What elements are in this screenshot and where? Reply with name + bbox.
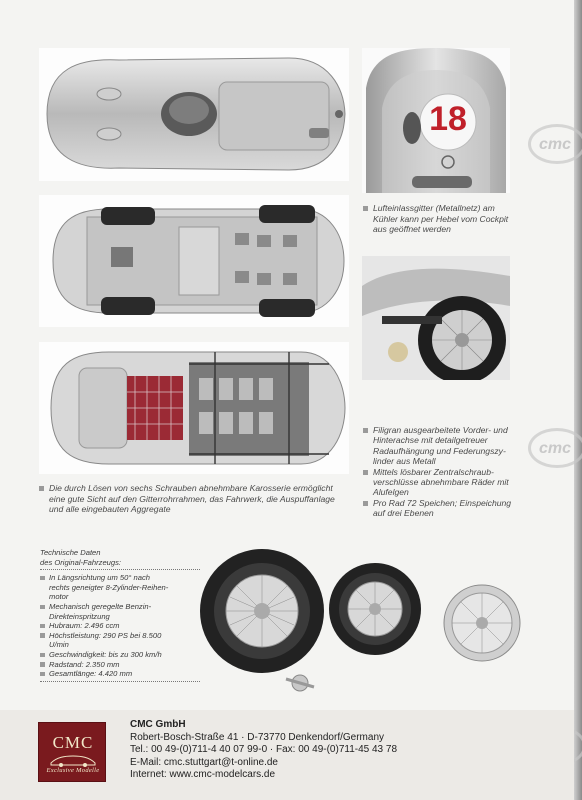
feature-item: Pro Rad 72 Speichen; Einspeichung auf dr… xyxy=(363,498,533,519)
knock-off-spinner xyxy=(285,674,315,692)
watermark-logo: cmc xyxy=(528,124,582,164)
page-edge-shadow xyxy=(574,0,582,800)
photo-car-underside xyxy=(39,195,349,327)
feature-line: linder aus Metall xyxy=(373,456,436,467)
car-silhouette-icon xyxy=(50,755,96,767)
tech-spec-line: rechts geneigter 8-Zylinder-Reihen- xyxy=(49,582,169,592)
company-website[interactable]: Internet: www.cmc-modelcars.de xyxy=(130,769,276,781)
caption-grill-line: Lufteinlassgitter (Metallnetz) am xyxy=(373,203,495,213)
company-phone: Tel.: 00 49-(0)711-4 40 07 99-0 · Fax: 0… xyxy=(130,744,398,756)
tech-spec-line: Geschwindigkeit: bis zu 300 km/h xyxy=(49,649,162,659)
tech-spec-line: U/min xyxy=(49,640,69,650)
photo-wheels xyxy=(200,545,530,695)
company-address: Robert-Bosch-Straße 41 · D-73770 Denkend… xyxy=(130,731,385,743)
caption-grill: Lufteinlassgitter (Metallnetz) am Kühler… xyxy=(363,203,523,235)
brand-logo-subtitle: Exclusive Modelle xyxy=(46,767,100,774)
feature-line: Pro Rad 72 Speichen; Einspeichung xyxy=(373,497,512,508)
tech-spec-line: Hubraum: 2.496 ccm xyxy=(49,621,120,631)
photo-car-top-view xyxy=(39,48,349,181)
tech-spec-line: motor xyxy=(49,592,69,602)
tech-spec-line: Höchstleistung: 290 PS bei 8.500 xyxy=(49,630,162,640)
tech-spec-item: Geschwindigkeit: bis zu 300 km/h xyxy=(40,650,202,660)
feature-line: verschlüsse abnehmbare Räder mit xyxy=(373,477,509,488)
brand-logo-text: CMC xyxy=(52,733,94,752)
watermark-text: cmc xyxy=(539,136,572,153)
wheel-with-tire-left xyxy=(200,549,324,673)
tech-specs-list: In Längsrichtung um 50° nach rechts gene… xyxy=(40,573,202,682)
photo-engine-frame xyxy=(39,342,349,474)
feature-item: Filigran ausgearbeitete Vorder- und Hint… xyxy=(363,425,533,467)
race-number: 18 xyxy=(429,100,467,138)
tech-spec-item: Höchstleistung: 290 PS bei 8.500 U/min xyxy=(40,631,202,650)
tech-spec-line: Direkteinspritzung xyxy=(49,611,110,621)
tech-specs-heading: Technische Daten des Original-Fahrzeugs: xyxy=(40,548,202,571)
wheel-with-tire-middle xyxy=(329,563,421,655)
tech-specs: Technische Daten des Original-Fahrzeugs:… xyxy=(40,548,202,708)
watermark-text: cmc xyxy=(539,440,572,457)
tech-spec-line: Gesamtlänge: 4.420 mm xyxy=(49,669,133,679)
tech-spec-line: In Längsrichtung um 50° nach xyxy=(49,573,150,583)
tech-spec-item: Radstand: 2.350 mm xyxy=(40,660,202,670)
feature-line: Filigran ausgearbeitete Vorder- und xyxy=(373,425,508,435)
feature-line: Hinterachse mit detailgetreuer xyxy=(373,435,488,446)
caption-body: Die durch Lösen von sechs Schrauben abne… xyxy=(39,483,359,515)
photo-car-front-closeup: 18 xyxy=(362,48,510,193)
company-name: CMC GmbH xyxy=(130,719,186,730)
feature-line: auf drei Ebenen xyxy=(373,508,434,519)
feature-line: Mittels lösbarer Zentralschraub- xyxy=(373,466,494,477)
feature-line: Radaufhängung und Federungszy- xyxy=(373,445,506,456)
tech-spec-line: Mechanisch geregelte Benzin- xyxy=(49,601,152,611)
caption-grill-line: Kühler kann per Hebel vom Cockpit xyxy=(373,213,509,224)
bare-rim-right xyxy=(443,584,521,662)
watermark-logo: cmc xyxy=(528,428,582,468)
company-contact: CMC GmbH Robert-Bosch-Straße 41 · D-7377… xyxy=(130,719,397,782)
feature-list: Filigran ausgearbeitete Vorder- und Hint… xyxy=(363,425,533,519)
caption-grill-line: aus geöffnet werden xyxy=(373,224,451,235)
tech-spec-item: Gesamtlänge: 4.420 mm xyxy=(40,669,202,682)
tech-specs-heading-line: des Original-Fahrzeugs: xyxy=(40,557,122,567)
feature-line: Alufelgen xyxy=(373,487,409,498)
tech-specs-heading-line: Technische Daten xyxy=(40,548,101,557)
caption-body-line: Die durch Lösen von sechs Schrauben abne… xyxy=(49,483,333,493)
brand-logo: CMC Exclusive Modelle xyxy=(38,722,106,782)
tech-spec-item: In Längsrichtung um 50° nach rechts gene… xyxy=(40,573,202,602)
company-email[interactable]: E-Mail: cmc.stuttgart@t-online.de xyxy=(130,756,278,768)
tech-spec-item: Mechanisch geregelte Benzin- Direkteinsp… xyxy=(40,602,202,621)
tech-spec-line: Radstand: 2.350 mm xyxy=(49,659,120,669)
photo-suspension-closeup xyxy=(362,256,510,380)
caption-body-line: eine gute Sicht auf den Gitterrohrrahmen… xyxy=(49,493,335,504)
feature-item: Mittels lösbarer Zentralschraub- verschl… xyxy=(363,467,533,498)
tech-spec-item: Hubraum: 2.496 ccm xyxy=(40,621,202,631)
caption-body-line: und alle eingebauten Aggregate xyxy=(49,504,171,515)
